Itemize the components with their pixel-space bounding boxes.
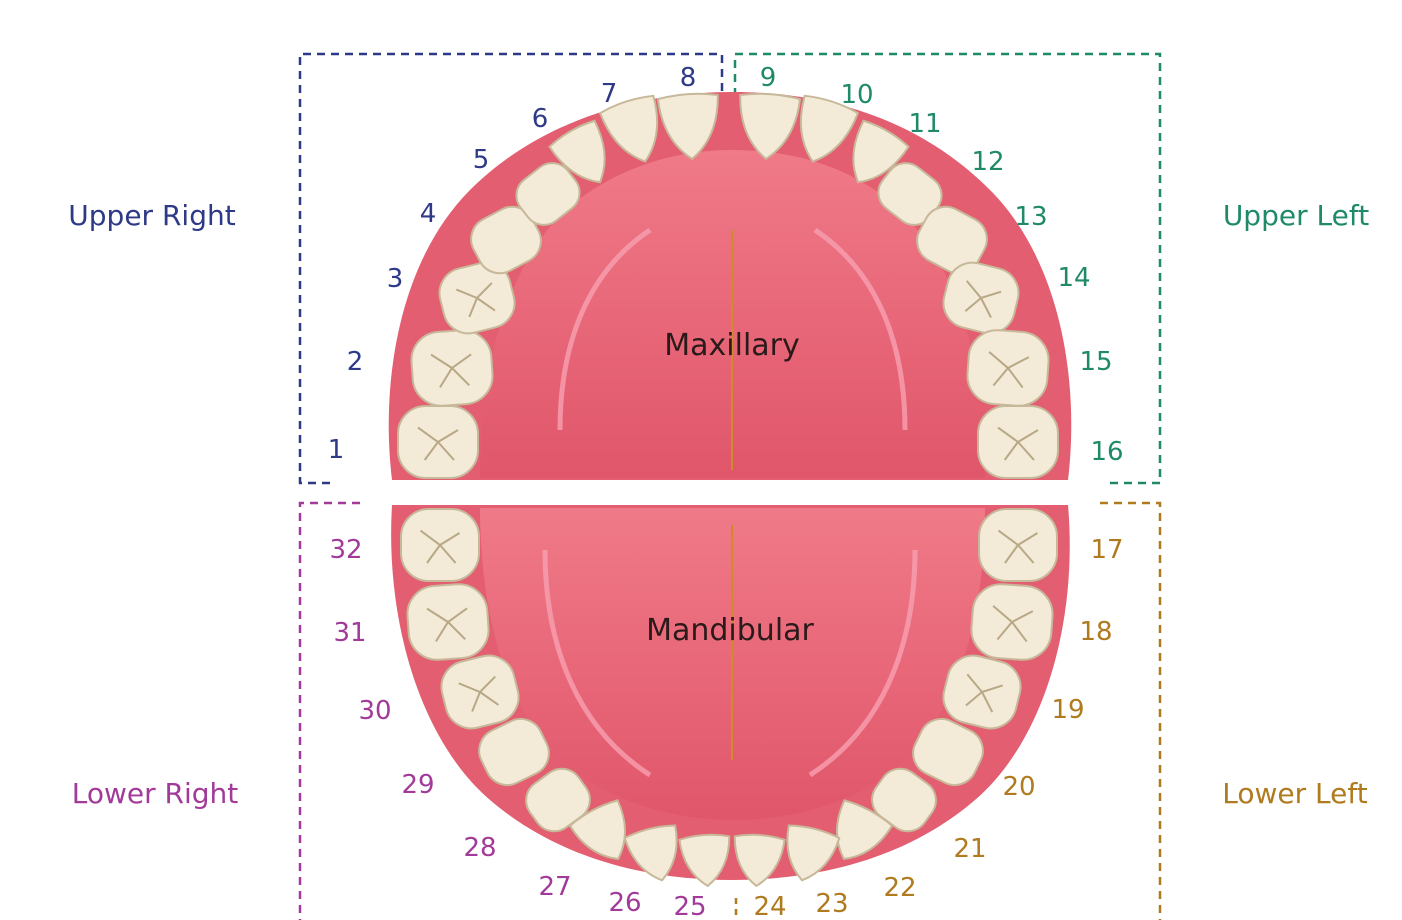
tooth-number-18: 18: [1079, 617, 1112, 647]
mandibular-label: Mandibular: [646, 613, 814, 648]
tooth-number-26: 26: [608, 888, 641, 918]
tooth-number-29: 29: [401, 770, 434, 800]
tooth-number-30: 30: [358, 696, 391, 726]
tooth-31-shape: [406, 582, 491, 661]
tooth-number-31: 31: [333, 618, 366, 648]
tooth-number-2: 2: [347, 347, 364, 377]
tooth-1-shape: [398, 406, 478, 478]
lower-right-label: Lower Right: [72, 777, 239, 810]
tooth-number-17: 17: [1090, 535, 1123, 565]
tooth-number-23: 23: [815, 889, 848, 919]
tooth-number-14: 14: [1057, 263, 1090, 293]
tooth-number-5: 5: [473, 145, 490, 175]
tooth-number-20: 20: [1002, 772, 1035, 802]
tooth-number-3: 3: [387, 264, 404, 294]
tooth-number-4: 4: [420, 199, 437, 229]
tooth-number-9: 9: [760, 63, 777, 93]
tooth-32-shape: [401, 509, 479, 581]
tooth-number-16: 16: [1090, 437, 1123, 467]
arch-separator: [380, 482, 1080, 504]
tooth-2-shape: [410, 328, 495, 407]
lower-left-label: Lower Left: [1222, 777, 1367, 810]
tooth-15-shape: [966, 328, 1051, 407]
tooth-18-shape: [970, 582, 1055, 661]
tooth-number-10: 10: [840, 80, 873, 110]
tooth-number-8: 8: [680, 63, 697, 93]
upper-right-label: Upper Right: [68, 199, 235, 232]
tooth-number-13: 13: [1014, 202, 1047, 232]
tooth-number-25: 25: [673, 892, 706, 920]
lower-left-box: [1100, 503, 1160, 920]
tooth-number-1: 1: [328, 435, 345, 465]
tooth-number-6: 6: [532, 104, 549, 134]
tooth-number-12: 12: [971, 147, 1004, 177]
tooth-number-15: 15: [1079, 347, 1112, 377]
tooth-number-28: 28: [463, 833, 496, 863]
tooth-number-21: 21: [953, 834, 986, 864]
tooth-16-shape: [978, 406, 1058, 478]
tooth-number-27: 27: [538, 872, 571, 902]
tooth-number-7: 7: [601, 79, 618, 109]
upper-left-label: Upper Left: [1223, 199, 1369, 232]
maxillary-label: Maxillary: [664, 328, 800, 363]
tooth-number-19: 19: [1051, 695, 1084, 725]
tooth-number-24: 24: [753, 892, 786, 920]
tooth-17-shape: [979, 509, 1057, 581]
tooth-number-11: 11: [908, 109, 941, 139]
tooth-number-22: 22: [883, 873, 916, 903]
lower-right-box: [300, 503, 360, 920]
tooth-number-32: 32: [329, 535, 362, 565]
